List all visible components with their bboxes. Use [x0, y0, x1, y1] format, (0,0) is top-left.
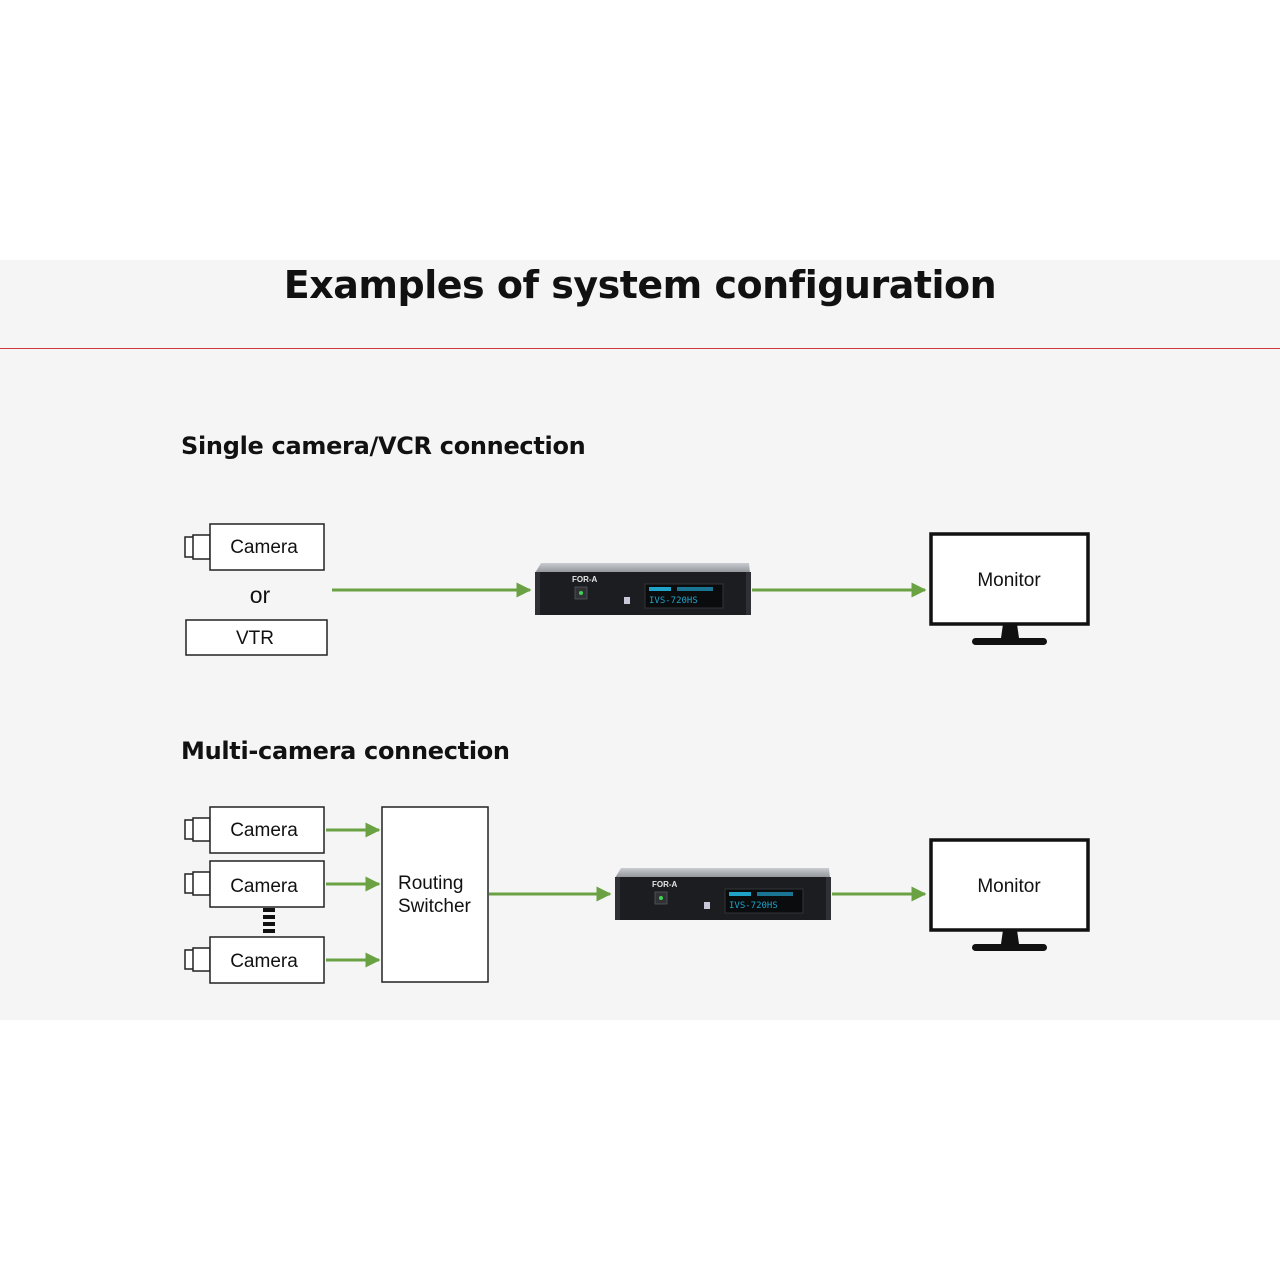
routing-switcher: Routing Switcher — [381, 806, 489, 983]
camera-icon — [184, 947, 211, 972]
or-label: or — [250, 582, 271, 608]
camera-box — [209, 936, 325, 984]
monitor-label: Monitor — [977, 570, 1041, 591]
monitor-icon: Monitor — [929, 532, 1090, 645]
title-divider — [0, 348, 1280, 349]
camera-box — [209, 523, 325, 571]
camera-label: Camera — [230, 537, 298, 558]
ellipsis-connector — [263, 908, 275, 933]
multi-camera-1: Camera — [184, 806, 325, 854]
page-title: Examples of system configuration — [283, 263, 997, 307]
switcher-label-line2: Switcher — [398, 896, 472, 917]
monitor-icon: Monitor — [929, 838, 1090, 951]
monitor-label: Monitor — [977, 876, 1041, 897]
camera-icon — [184, 871, 211, 896]
camera-icon — [184, 817, 211, 842]
vtr-device: VTR — [185, 619, 328, 656]
rack-unit-icon: FOR-A IVS-720HS — [535, 563, 751, 615]
brand-logo: FOR-A — [572, 575, 598, 584]
device-model-label: IVS-720HS — [729, 901, 778, 911]
single-camera: Camera — [184, 523, 325, 571]
switcher-label-line1: Routing — [398, 873, 464, 894]
camera-label: Camera — [230, 820, 298, 841]
multi-camera-3: Camera — [184, 936, 325, 984]
camera-box — [209, 806, 325, 854]
multi-camera-2: Camera — [184, 860, 325, 908]
camera-box — [209, 860, 325, 908]
camera-label: Camera — [230, 876, 298, 897]
camera-icon — [184, 534, 211, 560]
vtr-box — [185, 619, 328, 656]
vtr-label: VTR — [236, 628, 274, 649]
section-heading-multi: Multi-camera connection — [181, 737, 510, 765]
camera-label: Camera — [230, 951, 298, 972]
brand-logo: FOR-A — [652, 880, 678, 889]
section-heading-single: Single camera/VCR connection — [181, 432, 586, 460]
rack-unit-icon: FOR-A IVS-720HS — [615, 868, 831, 920]
switcher-box — [381, 806, 489, 983]
device-model-label: IVS-720HS — [649, 596, 698, 606]
